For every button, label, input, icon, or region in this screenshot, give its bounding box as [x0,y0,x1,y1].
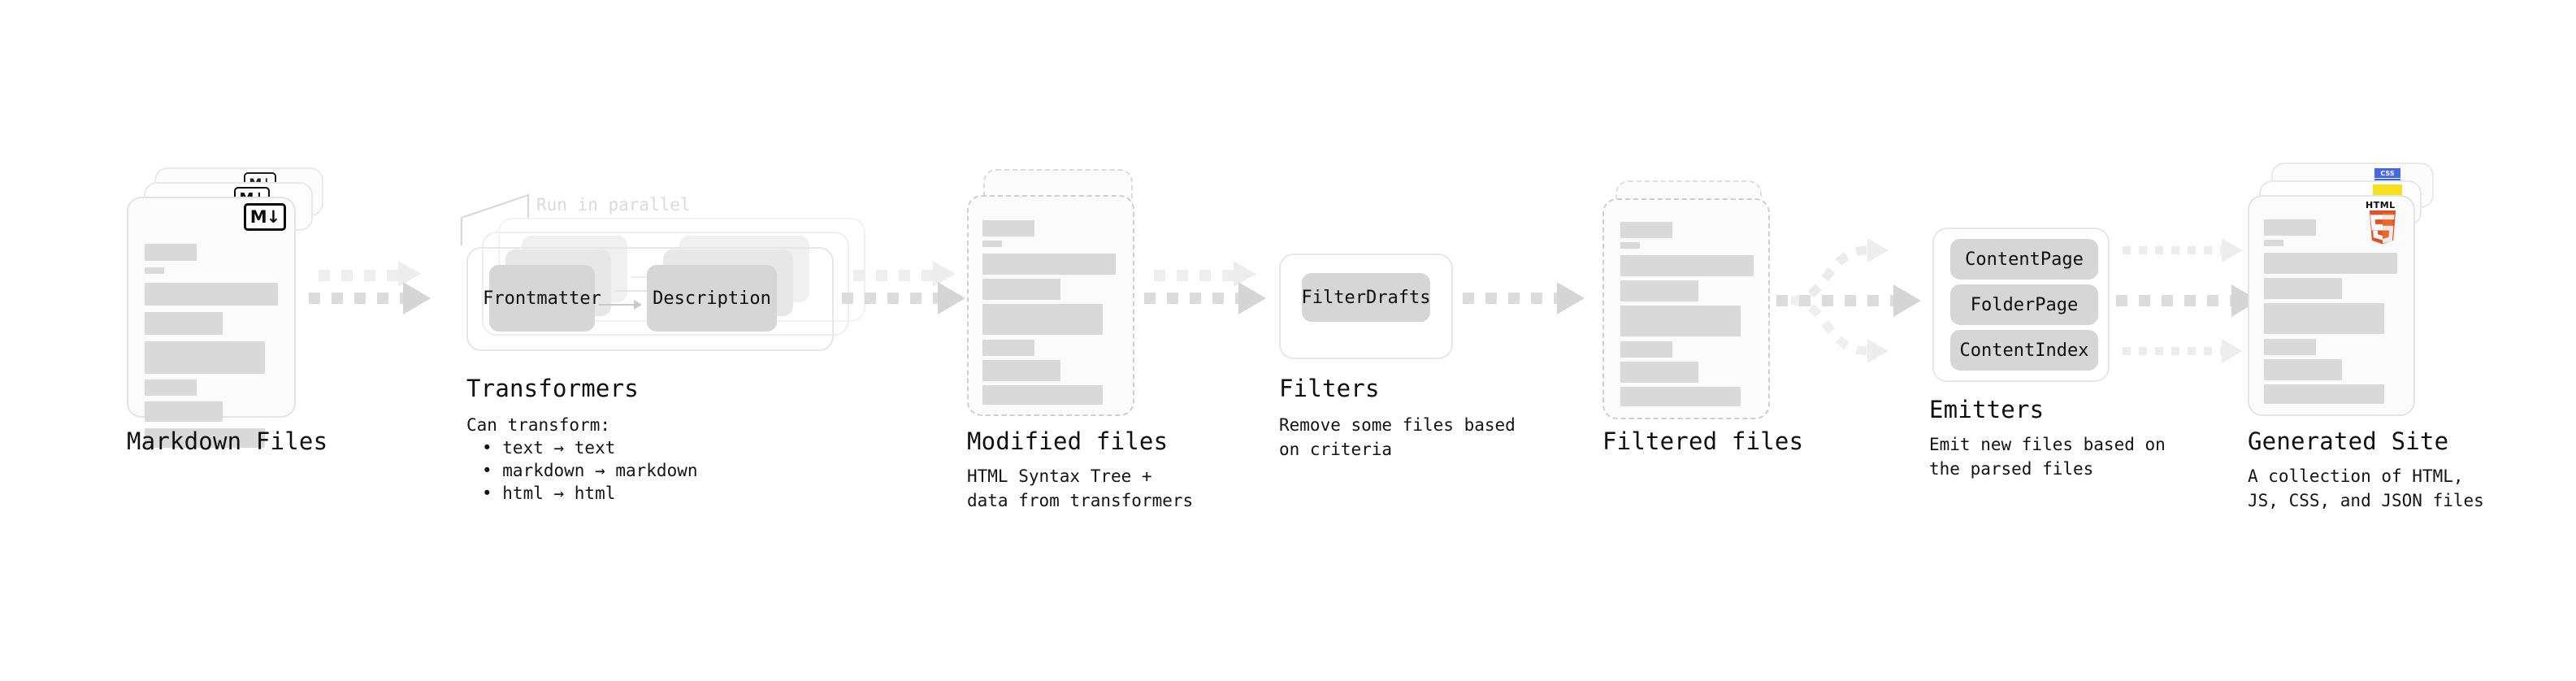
skeleton-line [2264,359,2342,380]
stage-caption-generated-site: A collection of HTML, JS, CSS, and JSON … [2248,466,2484,510]
skeleton-line [1620,280,1698,301]
skeleton-line [982,220,1034,236]
markdown-icon: M↓ [244,203,286,231]
transformer-inner-arrow [599,300,642,310]
skeleton-line [145,401,223,422]
skeleton-line [2264,240,2283,246]
skeleton-line [1620,306,1741,336]
skeleton-line [2264,303,2384,334]
skeleton-line [145,283,278,306]
connector-dots-main [309,282,439,314]
emitters-box [1932,228,2110,382]
pill-frontmatter[interactable]: Frontmatter [483,265,601,332]
filters-box [1279,254,1453,359]
stage-caption-transformers: Can transform: [466,415,611,435]
skeleton-line [982,340,1034,356]
pill-contentpage[interactable]: ContentPage [1950,239,2098,280]
skeleton-line [1620,242,1640,249]
skeleton-line [982,360,1060,381]
skeleton-line [2264,339,2316,355]
skeleton-line [145,312,223,335]
stage-caption-filters: Remove some files based on criteria [1279,415,1516,459]
html5-icon: HTML [2362,200,2403,247]
fan-branches [1790,245,1868,356]
stage-title-filters: Filters [1279,375,1380,402]
skeleton-line [2264,253,2397,274]
stage-title-generated-site: Generated Site [2248,427,2449,455]
skeleton-line [1620,341,1672,358]
skeleton-line [1620,222,1672,238]
transformers-box-layer-2 [482,232,849,336]
skeleton-line [1620,387,1741,406]
connector-dots-upper [1154,261,1261,287]
pill-description[interactable]: Description [647,265,777,332]
connector-branch-top [1867,238,1932,262]
stage-caption-emitters: Emit new files based on the parsed files [1929,435,2166,479]
connector-dots-upper [319,261,426,287]
connector-dots-main [1144,282,1274,314]
pill-filterdrafts[interactable]: FilterDrafts [1302,273,1430,322]
connector-branch-middle [2116,284,2267,317]
skeleton-line [145,244,197,261]
skeleton-line [982,385,1103,405]
connector-branch-top [2123,238,2261,262]
transformers-bullet-0: • text → text [482,438,616,458]
connector-branch-middle [1776,284,1928,317]
skeleton-line [982,241,1002,247]
transformers-box [466,247,834,351]
skeleton-line [145,380,197,396]
skeleton-line [145,428,265,448]
skeleton-line [1620,255,1754,276]
connector-dots-main [842,282,974,314]
stage-caption-modified-files: HTML Syntax Tree + data from transformer… [967,466,1194,510]
run-in-parallel-bracket [460,193,530,245]
skeleton-line [1620,362,1698,383]
skeleton-line [2264,219,2316,236]
stage-title-modified-files: Modified files [967,427,1169,455]
transformers-bullet-1: • markdown → markdown [482,461,698,480]
transformers-bullet-2: • html → html [482,484,616,503]
stage-title-filtered-files: Filtered files [1602,427,1804,455]
stage-title-transformers: Transformers [466,375,639,402]
stage-title-emitters: Emitters [1929,396,2045,423]
connector-branch-bottom [1867,339,1932,363]
connector-dots-main [1463,282,1593,314]
connector-dots-upper [853,261,961,287]
skeleton-line [982,254,1116,275]
pill-contentindex[interactable]: ContentIndex [1950,330,2098,371]
skeleton-line [145,267,164,274]
run-in-parallel-label: Run in parallel [536,195,691,215]
skeleton-line [982,279,1060,300]
stage-title-markdown-files: Markdown Files [127,427,328,455]
skeleton-line [145,341,265,374]
pill-folderpage[interactable]: FolderPage [1950,284,2098,325]
skeleton-line [2264,278,2342,299]
html5-icon-wordmark: HTML [2366,200,2396,210]
skeleton-line [2264,384,2384,404]
skeleton-line [982,304,1103,335]
connector-branch-bottom [2123,339,2261,363]
